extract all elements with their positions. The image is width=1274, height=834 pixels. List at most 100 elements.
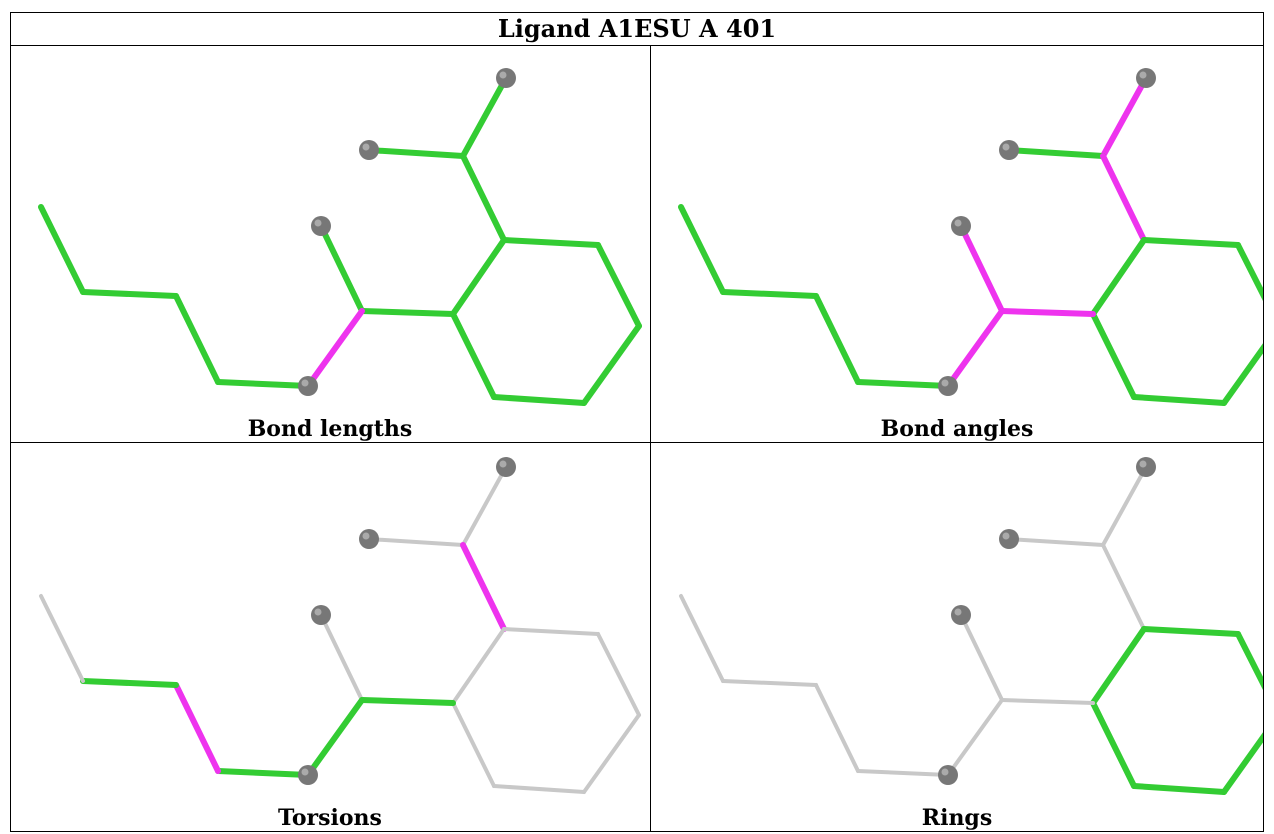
atom-1 bbox=[359, 140, 379, 160]
bond-7-ok bbox=[450, 311, 497, 400]
bond-5-ok bbox=[581, 323, 642, 406]
atom-highlight-11 bbox=[941, 379, 949, 387]
bond-6-ok bbox=[1131, 783, 1227, 795]
bond-7-neutral bbox=[451, 701, 496, 788]
bond-14-neutral bbox=[721, 679, 818, 687]
atom-0 bbox=[496, 457, 516, 477]
panel-torsions: Torsions bbox=[11, 443, 649, 833]
bond-15-neutral bbox=[679, 594, 725, 683]
bond-9-outlier bbox=[999, 308, 1096, 317]
atom-highlight-11 bbox=[301, 768, 309, 776]
bond-6-neutral bbox=[492, 784, 586, 794]
bond-1-ok bbox=[1006, 147, 1106, 159]
atom-highlight-10 bbox=[954, 219, 962, 227]
bond-14-ok bbox=[80, 289, 179, 299]
bond-8-ok bbox=[1090, 237, 1147, 317]
bond-15-ok bbox=[678, 204, 726, 295]
atom-10 bbox=[311, 216, 331, 236]
panel-rings: Rings bbox=[651, 443, 1274, 833]
bond-1-neutral bbox=[367, 537, 465, 547]
atom-0 bbox=[1136, 457, 1156, 477]
bond-1-ok bbox=[366, 147, 466, 159]
bond-11-outlier bbox=[305, 308, 365, 389]
atom-10 bbox=[951, 216, 971, 236]
bond-4-ok bbox=[1235, 242, 1263, 302]
atom-1 bbox=[359, 529, 379, 549]
bond-12-ok bbox=[215, 768, 311, 778]
bond-3-neutral bbox=[502, 627, 600, 636]
atom-highlight-11 bbox=[301, 379, 309, 387]
row-divider bbox=[11, 442, 1263, 443]
atom-11 bbox=[298, 376, 318, 396]
bond-0-neutral bbox=[461, 465, 508, 547]
atom-highlight-0 bbox=[499, 71, 507, 79]
bond-9-neutral bbox=[1000, 698, 1095, 705]
bond-12-ok bbox=[855, 379, 951, 389]
bond-12-ok bbox=[215, 379, 311, 389]
bond-13-outlier bbox=[173, 682, 221, 774]
atom-0 bbox=[1136, 68, 1156, 88]
atom-highlight-10 bbox=[954, 608, 962, 616]
table-title: Ligand A1ESU A 401 bbox=[11, 13, 1263, 46]
atom-highlight-0 bbox=[499, 460, 507, 468]
bond-2-outlier bbox=[1100, 153, 1147, 243]
atom-highlight-1 bbox=[362, 143, 370, 151]
bond-8-neutral bbox=[451, 627, 506, 705]
bond-15-neutral bbox=[39, 594, 85, 683]
column-divider bbox=[650, 46, 651, 832]
atom-1 bbox=[999, 140, 1019, 160]
validation-table: Ligand A1ESU A 401 Bond lengths Bond ang… bbox=[10, 12, 1264, 832]
bond-5-neutral bbox=[582, 713, 641, 794]
bond-5-ok bbox=[1221, 732, 1263, 795]
bond-8-ok bbox=[1090, 626, 1147, 706]
bond-2-outlier bbox=[460, 542, 507, 632]
atom-11 bbox=[938, 376, 958, 396]
atom-highlight-10 bbox=[314, 608, 322, 616]
caption-bond-lengths: Bond lengths bbox=[247, 416, 413, 442]
bond-14-ok bbox=[720, 289, 819, 299]
bond-13-ok bbox=[173, 293, 221, 385]
bond-4-neutral bbox=[596, 632, 641, 717]
bond-11-outlier bbox=[945, 308, 1005, 389]
atom-highlight-11 bbox=[941, 768, 949, 776]
molecule-diagram-rings bbox=[679, 457, 1263, 795]
bond-2-neutral bbox=[1101, 543, 1146, 631]
bond-6-ok bbox=[1131, 394, 1227, 406]
bond-11-neutral bbox=[946, 698, 1004, 777]
caption-rings: Rings bbox=[921, 805, 993, 831]
atom-highlight-0 bbox=[1139, 71, 1147, 79]
bond-15-ok bbox=[38, 204, 86, 295]
molecule-diagram-bond-angles bbox=[678, 68, 1263, 406]
bond-0-ok bbox=[460, 75, 509, 159]
caption-bond-angles: Bond angles bbox=[880, 416, 1034, 442]
bond-6-ok bbox=[491, 394, 587, 406]
bond-9-ok bbox=[359, 697, 456, 706]
bond-10-neutral bbox=[319, 613, 364, 702]
bond-3-ok bbox=[501, 237, 601, 248]
molecule-diagram-torsions bbox=[39, 457, 641, 794]
atom-1 bbox=[999, 529, 1019, 549]
bond-7-ok bbox=[1090, 311, 1137, 400]
bond-11-ok bbox=[305, 697, 365, 778]
atom-highlight-1 bbox=[362, 532, 370, 540]
bond-5-ok bbox=[1221, 343, 1263, 406]
bond-1-neutral bbox=[1007, 537, 1105, 547]
atom-0 bbox=[496, 68, 516, 88]
bond-9-ok bbox=[359, 308, 456, 317]
bond-8-ok bbox=[450, 237, 507, 317]
bond-0-outlier bbox=[1100, 75, 1149, 159]
atom-highlight-1 bbox=[1002, 143, 1010, 151]
atom-11 bbox=[298, 765, 318, 785]
molecule-diagram-bond-lengths bbox=[38, 68, 642, 406]
bond-10-outlier bbox=[958, 223, 1005, 314]
bond-13-ok bbox=[813, 293, 861, 385]
bond-2-ok bbox=[460, 153, 507, 243]
caption-torsions: Torsions bbox=[278, 805, 382, 831]
bond-12-neutral bbox=[856, 769, 950, 777]
bond-3-ok bbox=[1141, 626, 1241, 637]
panel-bond-lengths: Bond lengths bbox=[11, 46, 649, 442]
atom-highlight-0 bbox=[1139, 460, 1147, 468]
bond-4-ok bbox=[595, 242, 642, 329]
atom-10 bbox=[951, 605, 971, 625]
bond-3-ok bbox=[1141, 237, 1241, 248]
